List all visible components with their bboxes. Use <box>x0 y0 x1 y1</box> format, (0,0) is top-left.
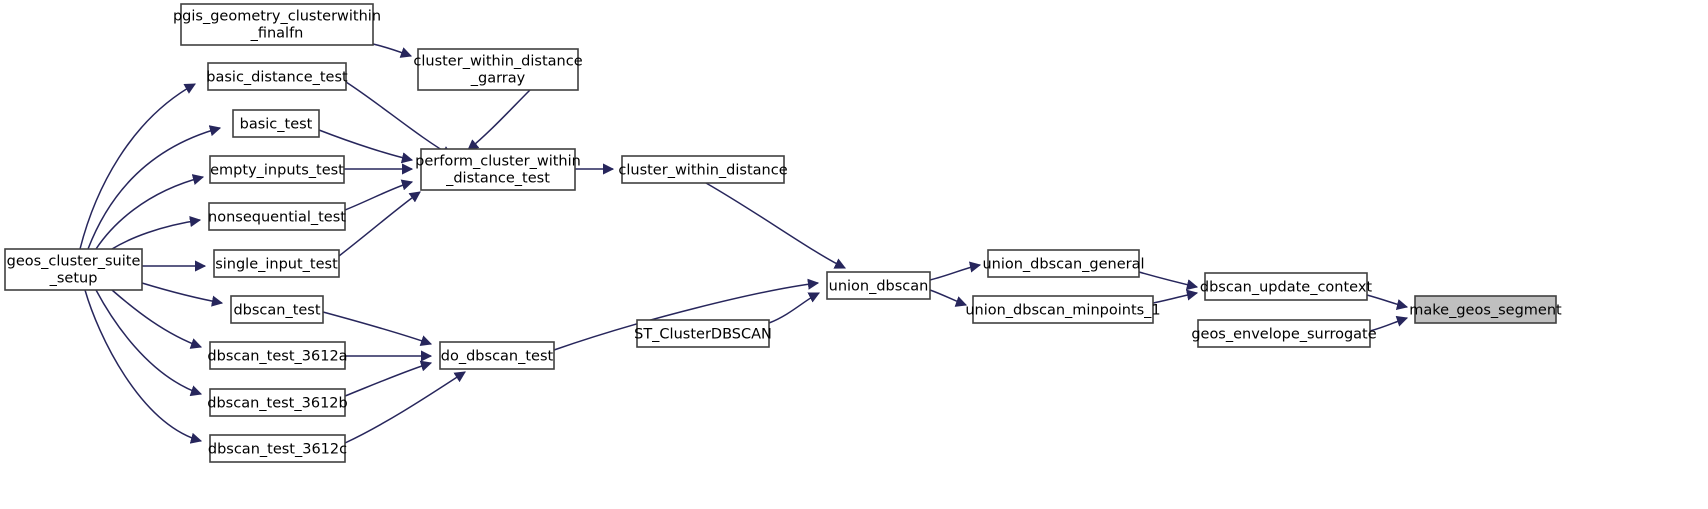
node-box[interactable] <box>972 295 1154 324</box>
graph-node-ST_ClusterDBSCAN[interactable]: ST_ClusterDBSCAN <box>634 319 772 348</box>
call-edge <box>84 289 203 444</box>
graph-node-empty_inputs_test[interactable]: empty_inputs_test <box>209 155 345 184</box>
node-label: do_dbscan_test <box>441 349 554 365</box>
call-edge <box>929 289 968 307</box>
node-box[interactable] <box>439 341 555 370</box>
call-edge <box>111 289 203 349</box>
node-box[interactable] <box>209 388 346 417</box>
call-edge <box>1369 315 1409 332</box>
call-edge <box>1138 271 1199 291</box>
graph-node-dbscan_update_context[interactable]: dbscan_update_context <box>1200 272 1373 301</box>
call-edge <box>338 191 421 257</box>
graph-node-perform_cluster_within_distance_test[interactable]: perform_cluster_within _distance_test <box>415 148 581 191</box>
call-edge <box>322 311 433 347</box>
node-label: _finalfn <box>250 26 304 42</box>
call-edge <box>1152 289 1199 304</box>
node-box[interactable] <box>230 295 324 324</box>
node-label: union_dbscan_minpoints_1 <box>965 303 1160 319</box>
node-box[interactable] <box>1414 295 1557 324</box>
node-label: pgis_geometry_clusterwithin <box>173 8 381 24</box>
node-label: geos_envelope_surrogate <box>1191 327 1376 343</box>
node-label: empty_inputs_test <box>210 163 344 179</box>
node-box[interactable] <box>987 249 1140 278</box>
node-label: make_geos_segment <box>1409 303 1562 319</box>
graph-node-pgis_geometry_clusterwithin_finalfn[interactable]: pgis_geometry_clusterwithin _finalfn <box>173 3 381 46</box>
node-box[interactable] <box>213 249 340 278</box>
node-label: dbscan_test_3612b <box>207 396 347 412</box>
call-edge <box>1366 294 1409 311</box>
graph-node-single_input_test[interactable]: single_input_test <box>213 249 340 278</box>
call-edge <box>79 83 196 250</box>
node-label: dbscan_test_3612c <box>208 442 347 458</box>
call-edge <box>705 182 847 269</box>
node-label: ST_ClusterDBSCAN <box>634 327 772 343</box>
node-label: basic_test <box>240 117 313 133</box>
node-label: dbscan_update_context <box>1200 280 1373 296</box>
node-box[interactable] <box>208 202 346 231</box>
node-label: perform_cluster_within <box>415 153 581 169</box>
node-label: cluster_within_distance <box>618 163 787 179</box>
node-label: basic_distance_test <box>206 70 348 86</box>
graph-node-cluster_within_distance_garray[interactable]: cluster_within_distance _garray <box>413 48 583 91</box>
graph-node-union_dbscan_general[interactable]: union_dbscan_general <box>982 249 1145 278</box>
graph-node-nonsequential_test[interactable]: nonsequential_test <box>208 202 346 231</box>
graph-node-make_geos_segment[interactable]: make_geos_segment <box>1409 295 1562 324</box>
call-edge <box>344 360 433 397</box>
node-label: _distance_test <box>445 171 550 187</box>
call-edge <box>95 289 203 397</box>
node-box[interactable] <box>209 341 346 370</box>
node-label: union_dbscan <box>829 279 929 295</box>
node-label: nonsequential_test <box>208 210 346 226</box>
call-edge <box>344 179 414 211</box>
node-box[interactable] <box>1204 272 1368 301</box>
graph-node-basic_distance_test[interactable]: basic_distance_test <box>206 62 348 91</box>
graph-node-basic_test[interactable]: basic_test <box>232 109 320 138</box>
graph-node-dbscan_test[interactable]: dbscan_test <box>230 295 324 324</box>
node-label: _garray <box>470 71 526 87</box>
graph-node-geos_cluster_suite_setup[interactable]: geos_cluster_suite _setup <box>4 248 143 291</box>
call-edge <box>372 43 413 58</box>
node-label: _setup <box>49 271 98 287</box>
graph-node-cluster_within_distance[interactable]: cluster_within_distance <box>618 155 788 184</box>
graph-node-union_dbscan[interactable]: union_dbscan <box>826 271 931 300</box>
call-edge <box>318 129 414 164</box>
node-box[interactable] <box>621 155 785 184</box>
call-edge <box>768 292 821 324</box>
node-label: geos_cluster_suite <box>7 253 141 269</box>
call-edge <box>553 278 820 351</box>
node-label: union_dbscan_general <box>982 257 1144 273</box>
graph-node-geos_envelope_surrogate[interactable]: geos_envelope_surrogate <box>1191 319 1377 348</box>
call-edge <box>467 89 531 151</box>
node-label: dbscan_test <box>233 303 320 319</box>
node-box[interactable] <box>826 271 931 300</box>
node-label: single_input_test <box>215 257 338 273</box>
call-edge <box>95 174 205 250</box>
call-edge <box>111 215 202 250</box>
node-label: dbscan_test_3612a <box>207 349 347 365</box>
node-box[interactable] <box>209 434 346 463</box>
node-box[interactable] <box>636 319 770 348</box>
graph-node-do_dbscan_test[interactable]: do_dbscan_test <box>439 341 555 370</box>
node-box[interactable] <box>209 155 345 184</box>
node-box[interactable] <box>1197 319 1371 348</box>
graph-node-dbscan_test_3612a[interactable]: dbscan_test_3612a <box>207 341 348 370</box>
graph-node-union_dbscan_minpoints_1[interactable]: union_dbscan_minpoints_1 <box>965 295 1161 324</box>
call-edge <box>87 125 222 250</box>
node-box[interactable] <box>417 48 579 91</box>
node-box[interactable] <box>207 62 347 91</box>
node-label: cluster_within_distance <box>413 53 582 69</box>
node-box[interactable] <box>420 148 576 191</box>
call-edge <box>344 371 466 444</box>
node-box[interactable] <box>180 3 374 46</box>
graph-node-dbscan_test_3612c[interactable]: dbscan_test_3612c <box>208 434 347 463</box>
graph-node-dbscan_test_3612b[interactable]: dbscan_test_3612b <box>207 388 348 417</box>
call-edge <box>141 282 224 307</box>
node-layer: pgis_geometry_clusterwithin _finalfnclust… <box>4 3 1562 463</box>
node-box[interactable] <box>232 109 320 138</box>
edge-layer <box>79 43 1409 444</box>
node-box[interactable] <box>4 248 143 291</box>
call-edge <box>929 261 982 281</box>
